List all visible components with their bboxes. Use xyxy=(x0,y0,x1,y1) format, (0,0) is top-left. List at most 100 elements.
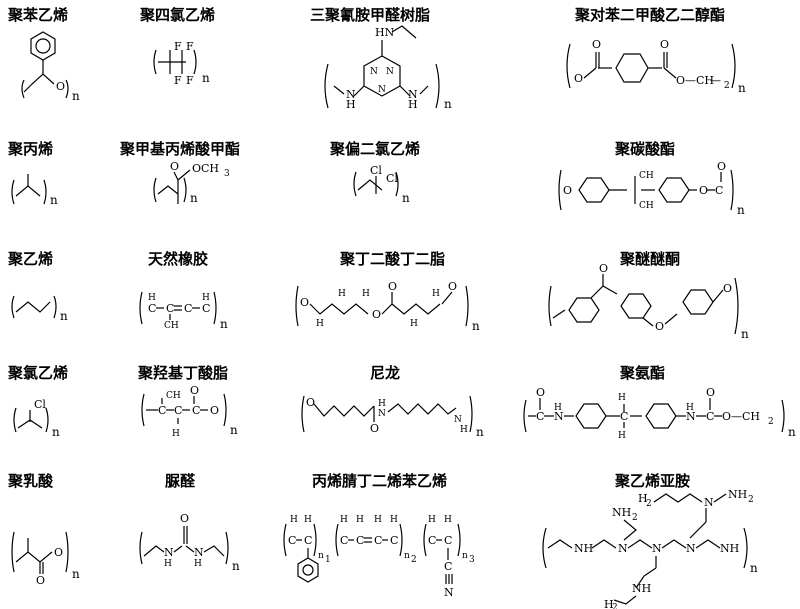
structure-natural-rubber: H C C C CH H C n xyxy=(139,291,228,331)
polymer-name-polycarbonate: 聚碳酸酯 xyxy=(615,140,676,158)
svg-text:F: F xyxy=(186,74,194,87)
structure-polyethylene: n xyxy=(11,295,68,323)
structure-pvdc: Cl Cl n xyxy=(353,164,410,205)
svg-text:C: C xyxy=(192,404,200,417)
svg-text:C: C xyxy=(444,560,452,573)
svg-text:C: C xyxy=(536,410,544,423)
svg-text:n: n xyxy=(737,203,745,217)
polymer-name-pvc: 聚氯乙烯 xyxy=(8,364,69,382)
svg-text:n: n xyxy=(220,317,228,331)
svg-text:O—CH: O—CH xyxy=(676,74,714,87)
svg-text:3: 3 xyxy=(224,169,230,179)
svg-text:C: C xyxy=(166,302,174,315)
svg-text:O: O xyxy=(574,72,583,85)
svg-text:H: H xyxy=(410,319,418,329)
svg-text:H: H xyxy=(356,515,364,525)
svg-text:CH: CH xyxy=(166,391,181,401)
svg-text:O: O xyxy=(306,396,315,409)
svg-text:H: H xyxy=(428,515,436,525)
structure-polystyrene: O n xyxy=(21,31,80,103)
svg-text:2: 2 xyxy=(411,555,417,565)
svg-text:H: H xyxy=(172,429,180,439)
svg-text:n: n xyxy=(190,191,198,205)
svg-text:F: F xyxy=(174,40,182,53)
svg-text:N: N xyxy=(618,542,628,555)
svg-text:O: O xyxy=(699,184,708,197)
svg-text:2: 2 xyxy=(632,513,638,523)
svg-text:n: n xyxy=(788,425,796,439)
svg-text:O: O xyxy=(723,282,732,295)
polymer-name-polyethylene: 聚乙烯 xyxy=(8,250,54,268)
svg-text:O: O xyxy=(210,404,219,417)
svg-text:n: n xyxy=(741,327,749,341)
svg-text:n: n xyxy=(462,551,468,561)
svg-text:H: H xyxy=(316,319,324,329)
benzene-ring xyxy=(30,31,56,61)
svg-text:2: 2 xyxy=(748,495,754,505)
svg-text:C: C xyxy=(444,534,452,547)
svg-text:N: N xyxy=(704,496,714,509)
svg-text:n: n xyxy=(232,559,240,573)
structure-pmma: O OCH 3 n xyxy=(153,160,230,205)
svg-text:H: H xyxy=(378,399,386,409)
svg-text:O: O xyxy=(56,80,65,93)
svg-text:H: H xyxy=(164,559,172,569)
svg-text:C: C xyxy=(428,534,436,547)
structure-phb: C CH C H C O O n xyxy=(141,384,238,439)
svg-text:3: 3 xyxy=(469,555,475,565)
polymer-name-urea-formaldehyde: 脲醛 xyxy=(165,472,196,490)
svg-text:n: n xyxy=(72,89,80,103)
svg-text:OCH: OCH xyxy=(192,162,219,175)
polymer-name-pvdc: 聚偏二氯乙烯 xyxy=(330,140,421,158)
structure-polycarbonate: O CH CH O C O n xyxy=(558,160,745,217)
svg-text:2: 2 xyxy=(612,603,618,609)
svg-text:O: O xyxy=(370,422,379,435)
svg-text:n: n xyxy=(750,561,758,575)
svg-text:n: n xyxy=(230,423,238,437)
polymer-name-pei: 聚乙烯亚胺 xyxy=(615,472,691,490)
svg-text:N: N xyxy=(444,586,454,599)
svg-text:N: N xyxy=(686,542,696,555)
structure-peek: O O O n xyxy=(548,262,749,341)
svg-text:N: N xyxy=(378,409,386,419)
svg-text:H: H xyxy=(618,393,626,403)
svg-text:O: O xyxy=(170,160,179,173)
svg-text:H: H xyxy=(554,403,562,413)
polymer-name-nylon: 尼龙 xyxy=(370,364,401,382)
svg-text:H: H xyxy=(202,293,210,303)
structure-melamine-resin: HN N N N H N H N n xyxy=(324,25,452,111)
structure-pbs: O H H H O O H H O n xyxy=(295,280,480,333)
svg-text:N: N xyxy=(652,542,662,555)
svg-text:C: C xyxy=(715,184,723,197)
svg-text:C: C xyxy=(148,302,156,315)
svg-text:N: N xyxy=(408,88,418,101)
svg-text:O: O xyxy=(706,386,715,399)
structure-polypropylene: n xyxy=(11,174,58,207)
svg-text:NH: NH xyxy=(632,582,651,595)
svg-text:n: n xyxy=(472,319,480,333)
svg-text:n: n xyxy=(318,551,324,561)
svg-text:H: H xyxy=(408,98,418,111)
structure-pla: O O n xyxy=(11,531,80,587)
polymer-name-polyurethane: 聚氨酯 xyxy=(620,364,666,382)
svg-text:H: H xyxy=(304,515,312,525)
svg-text:N: N xyxy=(554,410,564,423)
svg-text:F: F xyxy=(174,74,182,87)
polymer-name-abs: 丙烯腈丁二烯苯乙烯 xyxy=(312,472,448,490)
svg-text:N: N xyxy=(378,85,386,95)
polymer-name-melamine-resin: 三聚氰胺甲醛树脂 xyxy=(310,6,431,24)
svg-text:H: H xyxy=(444,515,452,525)
svg-text:C: C xyxy=(202,302,210,315)
svg-text:2: 2 xyxy=(724,81,730,91)
svg-text:H: H xyxy=(340,515,348,525)
svg-text:H: H xyxy=(460,425,468,435)
svg-text:n: n xyxy=(202,71,210,85)
svg-text:H: H xyxy=(638,492,648,505)
svg-text:C: C xyxy=(158,404,166,417)
polymer-name-pet: 聚对苯二甲酸乙二醇酯 xyxy=(575,6,726,24)
svg-text:N: N xyxy=(686,410,696,423)
svg-text:O: O xyxy=(300,296,309,309)
svg-text:H: H xyxy=(374,515,382,525)
structure-ptfe: F F F F n xyxy=(153,40,210,87)
polymer-name-pbs: 聚丁二酸丁二脂 xyxy=(340,250,446,268)
